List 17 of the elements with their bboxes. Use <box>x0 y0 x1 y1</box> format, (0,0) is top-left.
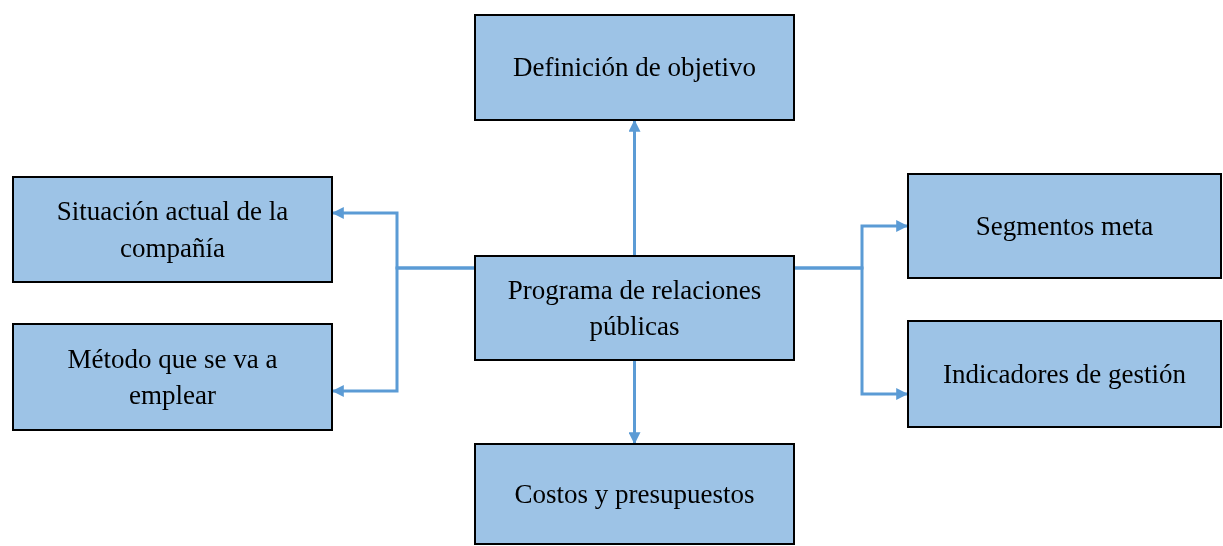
arrow <box>795 266 909 400</box>
node-label: Método que se va a emplear <box>66 342 279 412</box>
node-label: Costos y presupuestos <box>514 477 755 511</box>
arrow <box>628 119 641 255</box>
node-label: Segmentos meta <box>975 209 1154 243</box>
process-box <box>12 323 333 431</box>
node-label: Programa de relaciones públicas <box>506 273 763 343</box>
process-box <box>12 176 333 283</box>
node-label: Indicadores de gestión <box>943 357 1186 391</box>
process-box <box>907 320 1222 428</box>
process-box <box>474 255 795 361</box>
node-label: Situación actual de la compañía <box>55 195 290 265</box>
node-label: Definición de objetivo <box>513 51 756 85</box>
arrow <box>628 361 641 445</box>
process-box <box>474 443 795 545</box>
process-box <box>907 173 1222 279</box>
process-box <box>474 14 795 121</box>
